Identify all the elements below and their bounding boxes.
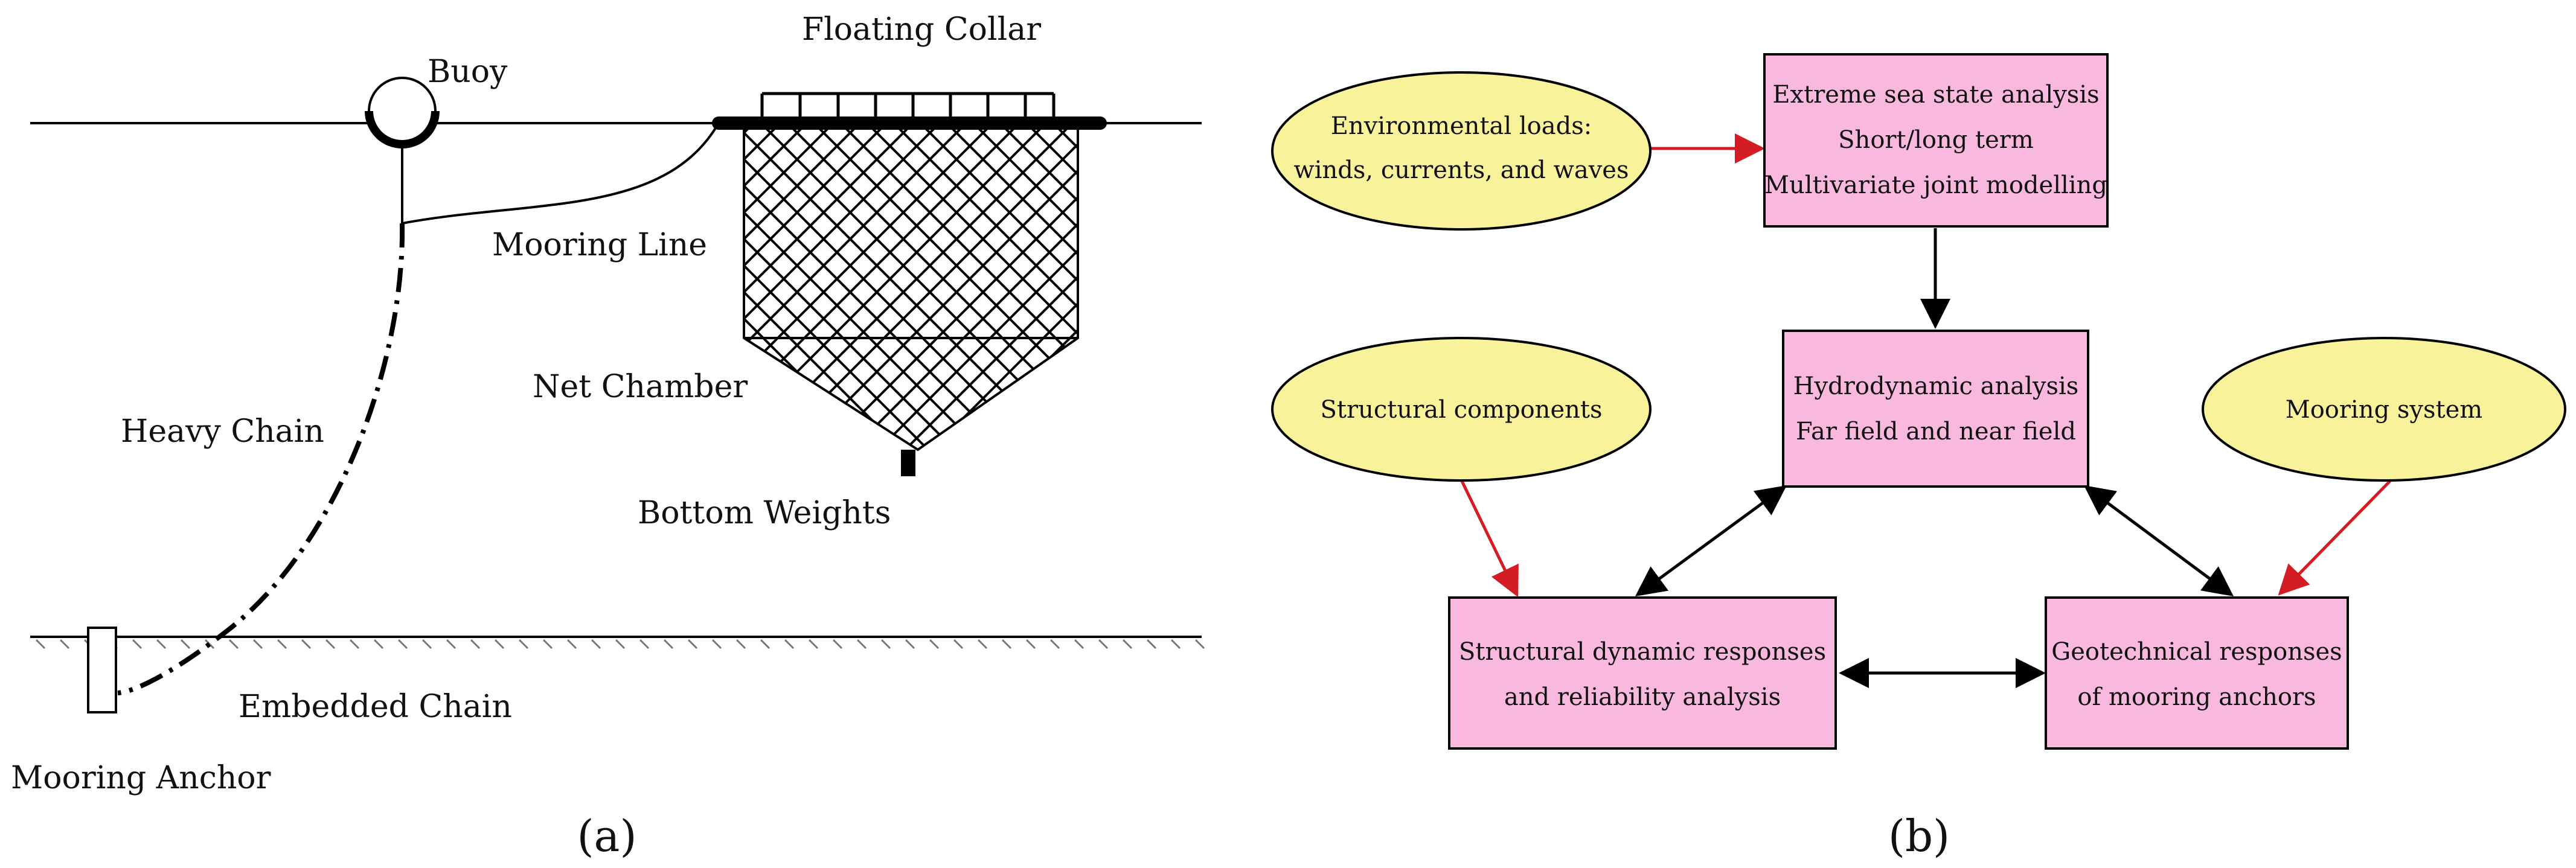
svg-text:and reliability analysis: and reliability analysis (1504, 683, 1781, 711)
label-embedded-chain: Embedded Chain (239, 689, 512, 725)
floating-collar (712, 92, 1107, 130)
heavy-chain (117, 223, 405, 695)
arrow-mooring-to-geotech (2278, 480, 2391, 596)
svg-text:Far field and near field: Far field and near field (1796, 418, 2076, 445)
svg-text:Extreme sea state analysis: Extreme sea state analysis (1772, 81, 2099, 109)
arrow-struct-comp-to-dynamic (1459, 479, 1519, 598)
label-heavy-chain: Heavy Chain (121, 413, 324, 450)
svg-text:Short/long term: Short/long term (1838, 126, 2034, 154)
svg-text:Hydrodynamic analysis: Hydrodynamic analysis (1793, 372, 2079, 400)
node-environmental-loads: Environmental loads: winds, currents, an… (1271, 71, 1652, 231)
panel-a: Floating Collar Buoy Mooring Line Net Ch… (11, 11, 1205, 861)
label-net-chamber: Net Chamber (533, 369, 748, 405)
mooring-line (402, 122, 720, 225)
svg-text:winds, currents, and waves: winds, currents, and waves (1293, 156, 1629, 184)
node-structural-components: Structural components (1271, 337, 1652, 482)
svg-text:of mooring anchors: of mooring anchors (2077, 683, 2316, 711)
svg-text:Environmental loads:: Environmental loads: (1331, 112, 1592, 140)
mooring-anchor (87, 627, 117, 713)
node-extreme-sea-state: Extreme sea state analysis Short/long te… (1763, 53, 2109, 228)
bottom-weight (901, 450, 915, 476)
label-buoy: Buoy (428, 54, 508, 90)
node-hydrodynamic: Hydrodynamic analysis Far field and near… (1782, 330, 2089, 488)
svg-text:Structural components: Structural components (1321, 396, 1603, 424)
label-floating-collar: Floating Collar (802, 11, 1041, 48)
seabed-hatching (35, 639, 1205, 649)
svg-text:Geotechnical responses: Geotechnical responses (2051, 638, 2342, 666)
caption-b: (b) (1888, 811, 1950, 861)
panel-b: Environmental loads: winds, currents, an… (1271, 53, 2566, 861)
svg-text:Structural dynamic responses: Structural dynamic responses (1459, 638, 1826, 666)
net-chamber (743, 122, 1079, 452)
label-mooring-anchor: Mooring Anchor (11, 760, 271, 796)
svg-text:Mooring system: Mooring system (2286, 396, 2482, 424)
node-structural-dynamic: Structural dynamic responses and reliabi… (1448, 596, 1837, 750)
label-mooring-line: Mooring Line (492, 227, 707, 263)
arrow-hydro-dynamic (1635, 485, 1787, 596)
label-bottom-weights: Bottom Weights (638, 495, 891, 531)
node-mooring-system: Mooring system (2202, 337, 2566, 482)
node-geotechnical: Geotechnical responses of mooring anchor… (2045, 596, 2349, 750)
svg-text:Multivariate joint modelling: Multivariate joint modelling (1764, 171, 2107, 199)
buoy (365, 77, 440, 223)
caption-a: (a) (577, 811, 636, 861)
arrow-hydro-geotech (2083, 485, 2234, 596)
